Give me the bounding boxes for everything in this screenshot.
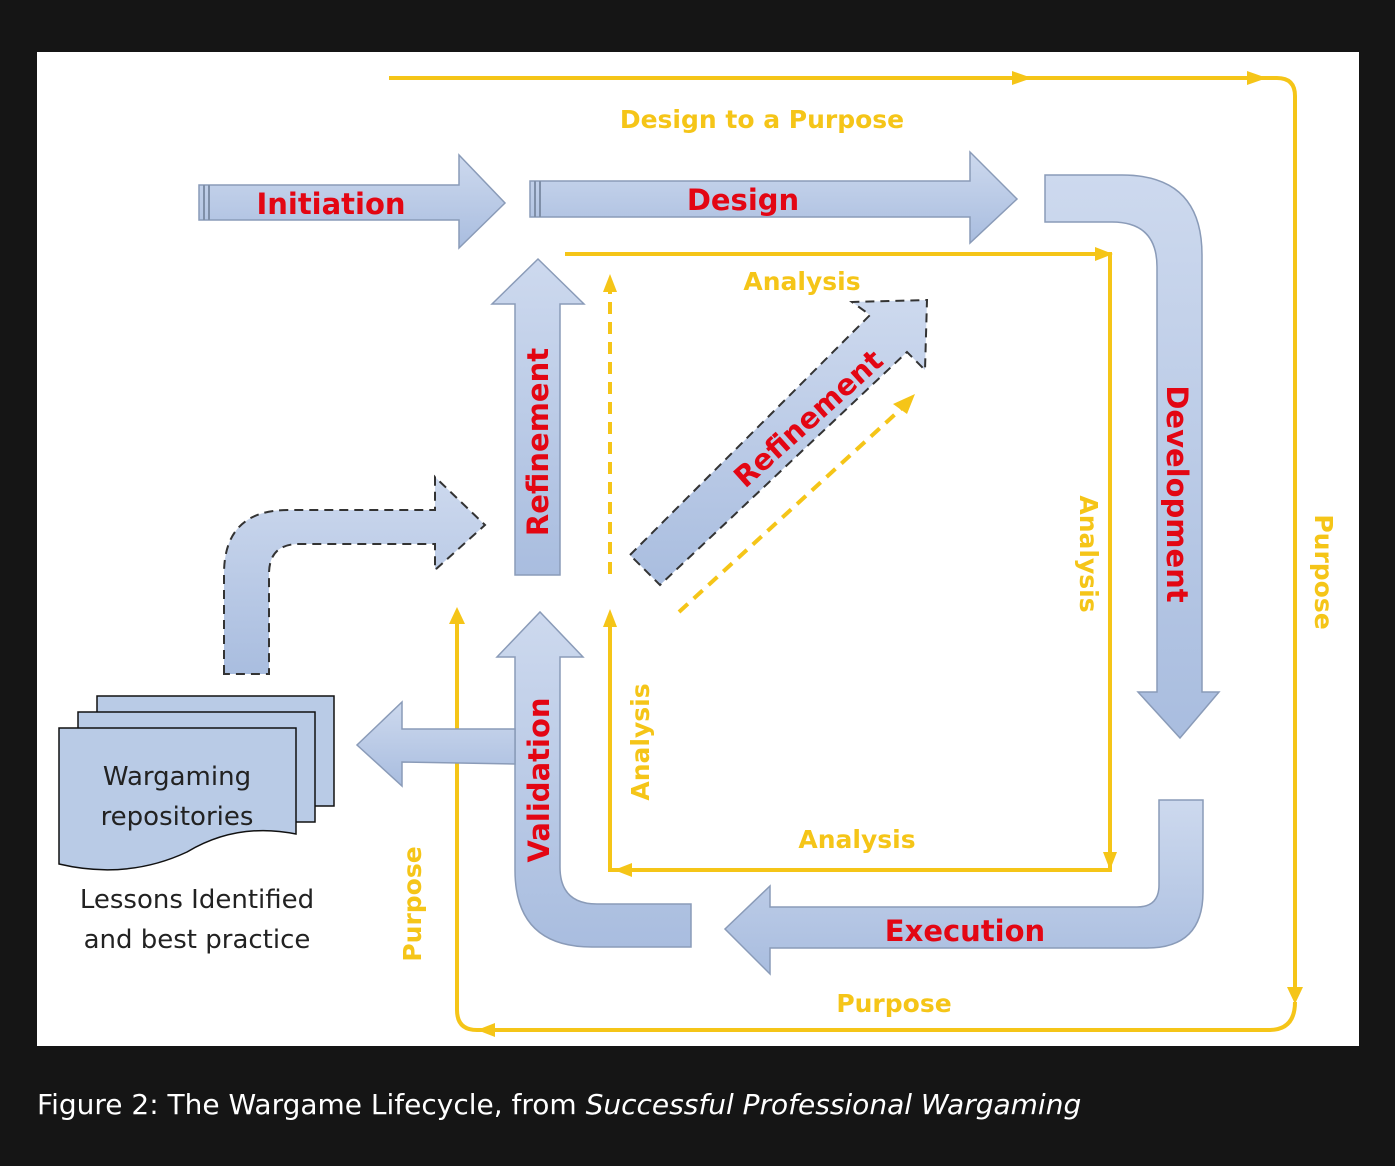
purpose-left-label: Purpose (398, 846, 427, 961)
purpose-bottom-label: Purpose (836, 989, 951, 1018)
repository-stack (58, 695, 335, 871)
refinement-vertical-arrow (490, 257, 586, 576)
initiation-label: Initiation (256, 187, 405, 221)
repository-feedback-arrow (223, 474, 487, 675)
purpose-top-line (389, 71, 1303, 1004)
repository-label-line2: repositories (101, 802, 254, 832)
caption-prefix: Figure 2: The Wargame Lifecycle, from (37, 1088, 586, 1121)
development-label: Development (1160, 385, 1194, 602)
lessons-note-line1: Lessons Identified (80, 885, 314, 915)
refinement-diagonal-label: Refinement (727, 343, 890, 494)
to-repository-arrow (355, 700, 516, 788)
execution-label: Execution (885, 914, 1045, 948)
figure-caption: Figure 2: The Wargame Lifecycle, from Su… (37, 1088, 1337, 1128)
analysis-top-label: Analysis (743, 267, 860, 296)
initiation-arrow (198, 153, 507, 250)
validation-label: Validation (522, 697, 556, 862)
analysis-dashed-lines (603, 274, 915, 614)
purpose-bottom-line (449, 607, 1297, 1037)
analysis-right-label: Analysis (1074, 495, 1103, 612)
execution-arrow (723, 799, 1204, 976)
analysis-left-label: Analysis (626, 683, 655, 800)
analysis-bottom-label: Analysis (798, 825, 915, 854)
repository-label-line1: Wargaming (103, 762, 251, 792)
design-arrow (529, 150, 1019, 245)
purpose-right-label: Purpose (1309, 514, 1338, 629)
refinement-diagonal-arrow (628, 298, 929, 587)
design-label: Design (687, 183, 799, 217)
wargame-lifecycle-diagram: Design to a Purpose Initiation Design De… (58, 71, 1338, 1037)
development-arrow (1044, 174, 1221, 740)
refinement-vertical-label: Refinement (521, 348, 555, 536)
design-to-a-purpose-label: Design to a Purpose (620, 105, 904, 134)
lessons-note-line2: and best practice (84, 925, 311, 955)
caption-book-title: Successful Professional Wargaming (585, 1088, 1082, 1121)
analysis-loop (565, 247, 1117, 877)
validation-arrow (495, 610, 692, 948)
